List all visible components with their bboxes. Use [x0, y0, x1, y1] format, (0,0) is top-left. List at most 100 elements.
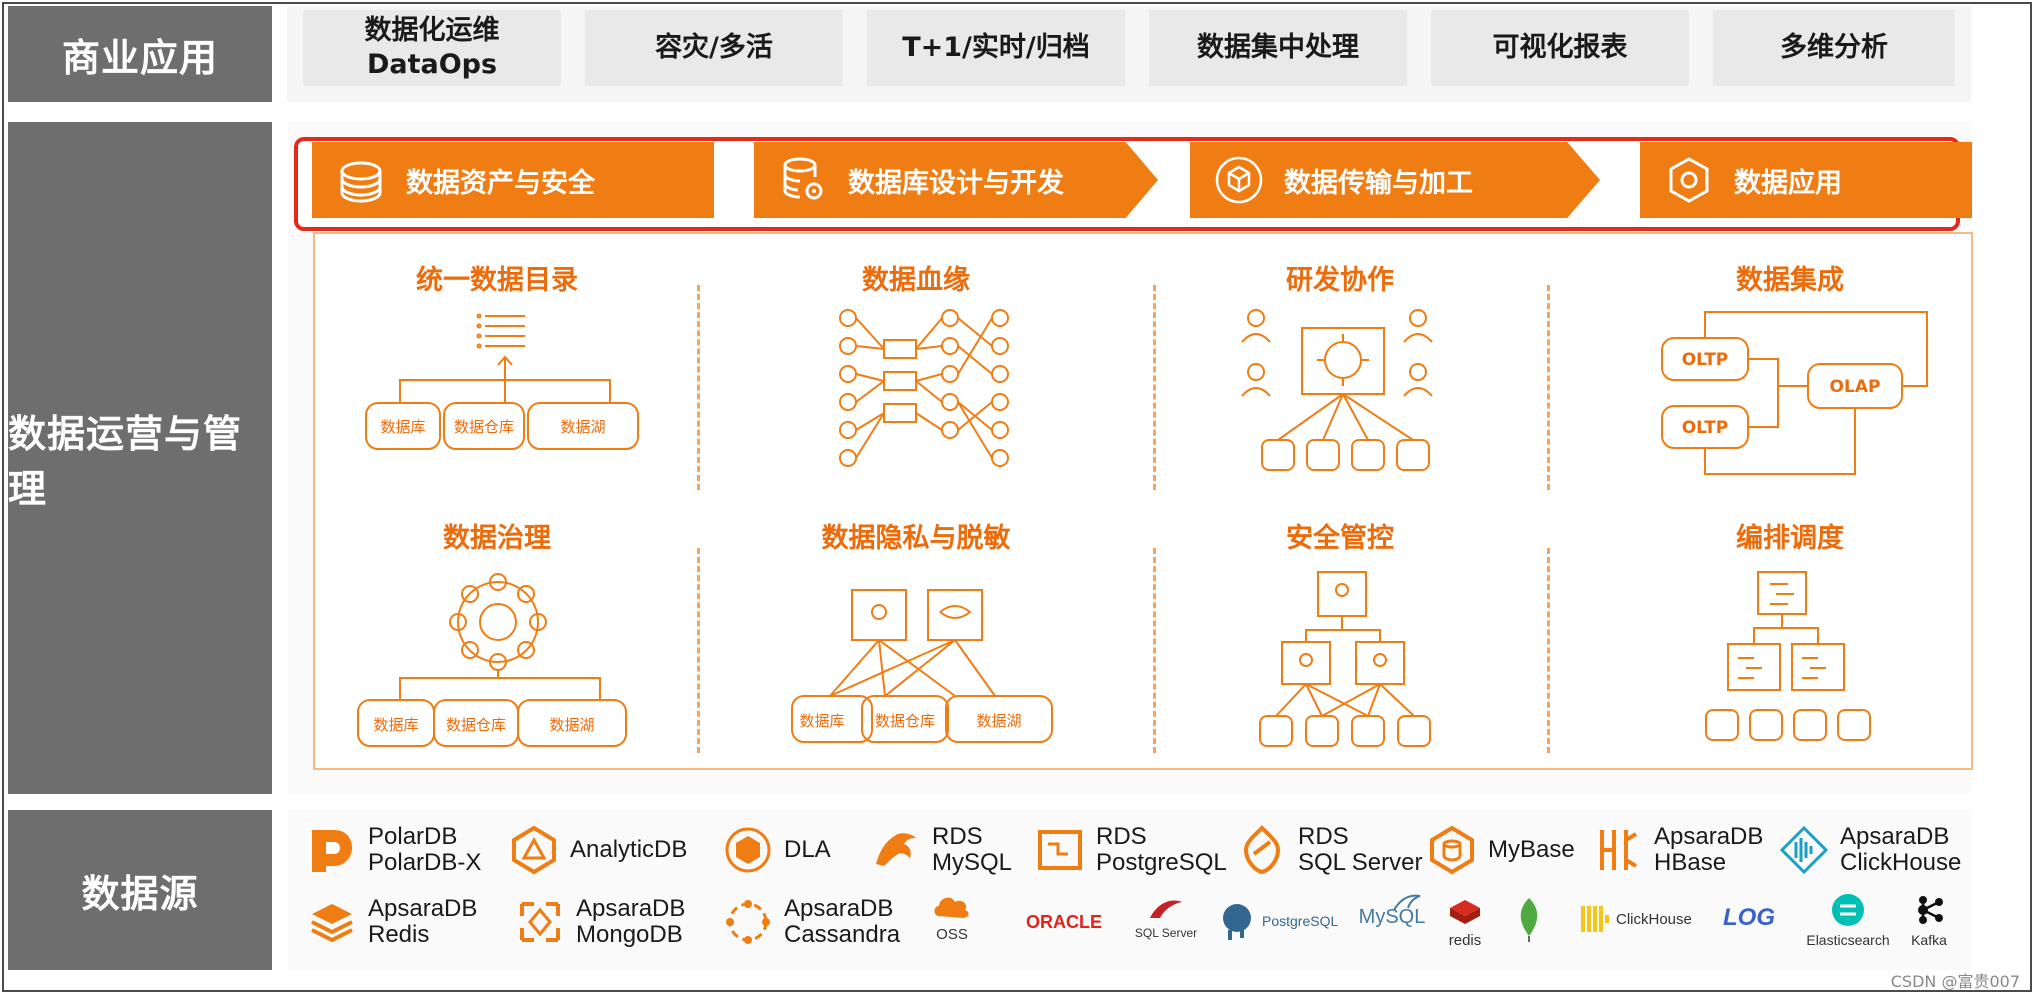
- cassandra-icon: [726, 900, 770, 945]
- stage-data-asset-security-label: 数据资产与安全: [406, 167, 595, 199]
- catalog-label-database: 数据库: [380, 418, 425, 436]
- privacy-diagram: [791, 589, 1053, 743]
- kafka-icon: [1918, 896, 1943, 924]
- feature-title-security-control: 安全管控: [1286, 523, 1394, 554]
- governance-label-database: 数据库: [373, 716, 418, 734]
- app-realtime-archive: T+1/实时/归档: [867, 10, 1125, 86]
- kafka-label: Kafka: [1911, 932, 1947, 948]
- oss-label: OSS: [936, 926, 968, 943]
- stage-data-application: 数据应用: [1640, 142, 1972, 218]
- source-rds-postgresql-line1: RDS: [1096, 823, 1147, 850]
- source-rds-sqlserver-line2: SQL Server: [1298, 849, 1423, 877]
- features-box: [313, 232, 1973, 770]
- rds-mysql-icon: [876, 833, 916, 867]
- elephant-icon: [1223, 904, 1251, 940]
- mongodb-leaf-logo: [1512, 896, 1546, 948]
- redis-cube-icon: [1450, 900, 1480, 924]
- data-sources-area: [287, 810, 1971, 970]
- log-logo: LOG: [1723, 904, 1775, 931]
- source-cassandra-line2: Cassandra: [784, 921, 901, 949]
- source-clickhouse-line1: ApsaraDB: [1840, 823, 1950, 850]
- feature-title-data-governance: 数据治理: [443, 523, 551, 554]
- source-rds-postgresql-line2: PostgreSQL: [1096, 849, 1227, 877]
- source-cassandra-line1: ApsaraDB: [784, 895, 894, 922]
- app-multidim-analysis-label: 多维分析: [1780, 32, 1888, 64]
- privacy-label-lake: 数据湖: [976, 712, 1021, 730]
- stage-data-asset-security: 数据资产与安全: [312, 142, 714, 218]
- integration-diagram: [1661, 311, 1928, 475]
- source-hbase-line2: HBase: [1654, 849, 1727, 877]
- governance-ring: [357, 573, 627, 747]
- sqlserver-label: SQL Server: [1134, 926, 1198, 940]
- source-dla-line1: DLA: [784, 835, 831, 863]
- catalog-label-warehouse: 数据仓库: [454, 418, 514, 436]
- section-sources-label: 数据源: [8, 810, 272, 970]
- app-disaster-recovery: 容灾/多活: [585, 10, 843, 86]
- elasticsearch-label: Elasticsearch: [1806, 932, 1890, 948]
- redis-logo: redis: [1440, 898, 1490, 949]
- integration-label-oltp-1: OLTP: [1682, 350, 1729, 370]
- source-rds-mysql-line1: RDS: [932, 823, 983, 850]
- source-mybase: MyBase: [1426, 824, 1575, 876]
- integration-label-olap: OLAP: [1830, 377, 1881, 397]
- collab-diagram: [1241, 309, 1433, 471]
- rds-postgresql-icon: [1038, 830, 1082, 871]
- clickhouse-logo: ClickHouse: [1580, 904, 1710, 934]
- app-dataops: 数据化运维 DataOps: [303, 10, 561, 86]
- dolphin-icon: [1393, 894, 1421, 911]
- section-operations-label: 数据运营与管理: [8, 122, 272, 794]
- cloud-icon: [934, 897, 969, 918]
- source-rds-sqlserver-line1: RDS: [1298, 823, 1349, 850]
- app-dataops-line1: 数据化运维: [364, 15, 500, 47]
- leaf-icon: [1520, 898, 1538, 942]
- hexagon-gear-icon: [1669, 157, 1709, 203]
- app-centralized-processing-label: 数据集中处理: [1197, 32, 1359, 64]
- app-dataops-line2: DataOps: [366, 49, 498, 80]
- orchestration-tree: [1705, 571, 1871, 741]
- oss-logo: OSS: [928, 890, 976, 943]
- column-divider: [1153, 285, 1156, 490]
- redis-icon: [311, 904, 353, 943]
- app-multidim-analysis: 多维分析: [1713, 10, 1955, 86]
- source-rds-mysql-line2: MySQL: [932, 849, 1013, 877]
- section-business-label: 商业应用: [8, 6, 272, 102]
- catalog-list-icon: [476, 313, 525, 349]
- coin-stack-icon: [340, 161, 382, 203]
- column-divider: [697, 548, 700, 753]
- feature-title-dev-collab: 研发协作: [1286, 265, 1394, 296]
- feature-title-data-integration: 数据集成: [1736, 265, 1844, 296]
- stage-db-design-dev: 数据库设计与开发: [754, 142, 1158, 218]
- stage-data-application-label: 数据应用: [1734, 167, 1842, 199]
- column-divider: [1547, 548, 1550, 753]
- mybase-icon: [1430, 825, 1474, 875]
- source-dla: DLA: [722, 824, 831, 876]
- clickhouse-bars-icon: [1581, 906, 1609, 932]
- kafka-logo: Kafka: [1904, 892, 1954, 948]
- stage-data-transfer-processing-label: 数据传输与加工: [1284, 167, 1473, 199]
- source-hbase-line1: ApsaraDB: [1654, 823, 1764, 850]
- csdn-watermark: CSDN @富贵007: [1890, 972, 2020, 991]
- elasticsearch-icon: [1832, 894, 1864, 926]
- cube-network-icon: [1215, 156, 1263, 204]
- source-analyticdb: AnalyticDB: [508, 824, 687, 876]
- redis-label: redis: [1448, 932, 1482, 949]
- integration-label-oltp-2: OLTP: [1682, 418, 1729, 438]
- column-divider: [1153, 548, 1156, 753]
- postgresql-logo: PostgreSQL: [1216, 900, 1346, 942]
- rds-sqlserver-icon: [1243, 825, 1281, 875]
- source-mongodb-line1: ApsaraDB: [576, 895, 686, 922]
- oracle-logo: ORACLE: [1026, 912, 1102, 932]
- source-redis-line2: Redis: [368, 921, 430, 949]
- app-visual-reports-label: 可视化报表: [1492, 32, 1628, 64]
- mysql-label: MySQL: [1358, 906, 1426, 928]
